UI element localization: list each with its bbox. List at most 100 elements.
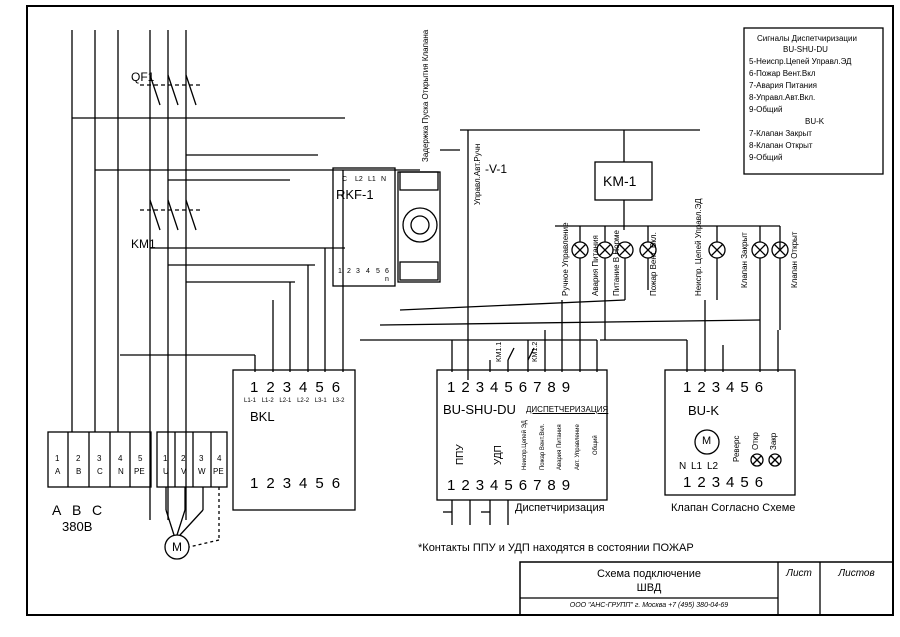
bu-shu-num: 9 bbox=[561, 379, 577, 396]
valve-caption: Клапан Согласно Схеме bbox=[671, 502, 796, 514]
bu-k-num: 3 bbox=[711, 379, 727, 396]
note-text: *Контакты ППУ и УДП находятся в состояни… bbox=[418, 542, 694, 554]
bu-k-num: 4 bbox=[726, 379, 741, 396]
sheets-label: Листов bbox=[838, 568, 875, 579]
legend-subtitle: BU-SHU-DU bbox=[783, 45, 828, 54]
bu-shu-v-label: Общий bbox=[593, 435, 599, 455]
qf1-label: QF1 bbox=[131, 70, 155, 84]
bu-shu-num: 2 bbox=[461, 477, 476, 494]
bu-k-num: 1 bbox=[683, 474, 698, 491]
bkl-num: 1 bbox=[250, 379, 267, 396]
main-motor-label: M bbox=[172, 540, 182, 554]
terminal-number: 4 bbox=[217, 454, 222, 463]
terminal-number: 5 bbox=[138, 454, 143, 463]
lamp-label: Питание В Норме bbox=[612, 230, 621, 296]
bkl-num: 6 bbox=[331, 379, 349, 396]
legend-bu-k-title: BU-K bbox=[805, 117, 825, 126]
bu-k-num: 4 bbox=[726, 474, 741, 491]
terminal-letter: W bbox=[198, 467, 206, 476]
bkl-sub: L3-2 bbox=[332, 398, 345, 404]
terminal-number: 1 bbox=[163, 454, 168, 463]
bkl-sub: L1-2 bbox=[261, 398, 274, 404]
lamp-label: Ручное Управление bbox=[561, 222, 570, 296]
title-line-2: ШВД bbox=[636, 582, 662, 594]
bu-shu-num: 8 bbox=[547, 379, 562, 396]
bu-k-num: 5 bbox=[740, 474, 755, 491]
legend-item: 9-Общий bbox=[749, 153, 783, 162]
sheet-label: Лист bbox=[786, 568, 812, 579]
bu-shu-bottom-numbers: 123456789 bbox=[447, 478, 576, 493]
rkf-bottom-terminal: 3 bbox=[356, 268, 360, 275]
rkf-terminal: L2 bbox=[355, 176, 363, 183]
rkf-terminal: C bbox=[342, 176, 348, 183]
bu-k-v-label: Реверс bbox=[732, 435, 741, 463]
phase-label: A bbox=[52, 502, 62, 518]
legend-item: 7-Клапан Закрыт bbox=[749, 129, 812, 138]
legend-item: 7-Авария Питания bbox=[749, 81, 817, 90]
legend-item: 9-Общий bbox=[749, 105, 783, 114]
bu-k-v-label: Закр bbox=[769, 432, 778, 450]
lamp-label: Клапан Открыт bbox=[790, 231, 799, 288]
voltage-label: 380В bbox=[62, 519, 93, 534]
bu-k-num: 5 bbox=[740, 379, 755, 396]
bu-k-v-label: Откр bbox=[751, 432, 760, 450]
bkl-num: 4 bbox=[299, 475, 316, 492]
udp-label: УДП bbox=[493, 445, 504, 465]
bkl-num: 3 bbox=[282, 475, 300, 492]
bu-shu-num: 4 bbox=[490, 477, 505, 494]
bu-shu-num: 3 bbox=[475, 477, 491, 494]
bkl-num: 6 bbox=[331, 475, 349, 492]
km1-label: KM1 bbox=[131, 237, 156, 251]
bu-shu-num: 6 bbox=[518, 477, 534, 494]
rkf-bottom-terminal: 2 bbox=[347, 268, 351, 275]
lamp-label: Неиспр. Цепей Управл.ЭД bbox=[694, 198, 703, 296]
bu-shu-num: 5 bbox=[504, 477, 519, 494]
terminal-letter: N bbox=[118, 467, 124, 476]
bu-shu-num: 6 bbox=[518, 379, 534, 396]
terminal-number: 3 bbox=[199, 454, 204, 463]
bu-k-label: BU-K bbox=[688, 403, 720, 418]
bkl-sub: L1-1 bbox=[244, 398, 257, 404]
bu-shu-num: 1 bbox=[447, 379, 462, 396]
terminal-number: 2 bbox=[181, 454, 186, 463]
bkl-num: 1 bbox=[250, 475, 267, 492]
bkl-num: 2 bbox=[266, 475, 283, 492]
bkl-bottom-numbers: 123456 bbox=[250, 476, 348, 491]
lamp-label: Клапан Закрыт bbox=[740, 232, 749, 288]
bu-shu-v-label: Авт. Управление bbox=[575, 424, 581, 470]
delay-label: Задержка Пуска Открытия Клапана bbox=[421, 29, 430, 162]
terminal-letter: PE bbox=[213, 467, 224, 476]
dispatch-small-label: ДИСПЕТЧЕРИЗАЦИЯ bbox=[526, 405, 609, 414]
terminal-letter: A bbox=[55, 467, 61, 476]
bu-shu-v-label: Пожар Вент.Вкл. bbox=[540, 423, 546, 470]
bu-k-num: 1 bbox=[683, 379, 698, 396]
legend-item: 8-Клапан Открыт bbox=[749, 141, 813, 150]
bu-k-n: N bbox=[679, 461, 687, 472]
rkf-bottom-sub: n bbox=[385, 276, 389, 283]
title-line-1: Схема подключение bbox=[597, 568, 701, 580]
legend-title: Сигналы Диспетчиризации bbox=[757, 34, 857, 43]
bu-shu-num: 2 bbox=[461, 379, 476, 396]
bu-shu-num: 7 bbox=[533, 379, 548, 396]
bkl-num: 2 bbox=[266, 379, 283, 396]
bu-k-num: 2 bbox=[697, 379, 712, 396]
manual-auto-label: Управл.Авт.Ручн bbox=[473, 143, 482, 205]
bu-shu-num: 8 bbox=[547, 477, 562, 494]
lamp-label: Авария Питания bbox=[591, 235, 600, 296]
terminal-letter: PE bbox=[134, 467, 145, 476]
km1-coil-label: KM-1 bbox=[603, 173, 637, 189]
bkl-num: 5 bbox=[315, 475, 332, 492]
bkl-top-sub: L1-1 L1-2 L2-1 L2-2 L3-1 L3-2 bbox=[244, 398, 344, 404]
terminal-number: 2 bbox=[76, 454, 81, 463]
bu-shu-num: 9 bbox=[561, 477, 577, 494]
phase-label: B bbox=[72, 502, 82, 518]
bkl-num: 3 bbox=[282, 379, 300, 396]
terminal-letter: C bbox=[97, 467, 103, 476]
rkf-bottom-terminal: 1 bbox=[338, 268, 342, 275]
rkf-terminal: L1 bbox=[368, 176, 376, 183]
bu-k-num: 2 bbox=[697, 474, 712, 491]
company-line: ООО "АНС-ГРУПП" г. Москва +7 (495) 380-0… bbox=[569, 602, 729, 609]
dispatch-label: Диспетчиризация bbox=[515, 502, 605, 514]
